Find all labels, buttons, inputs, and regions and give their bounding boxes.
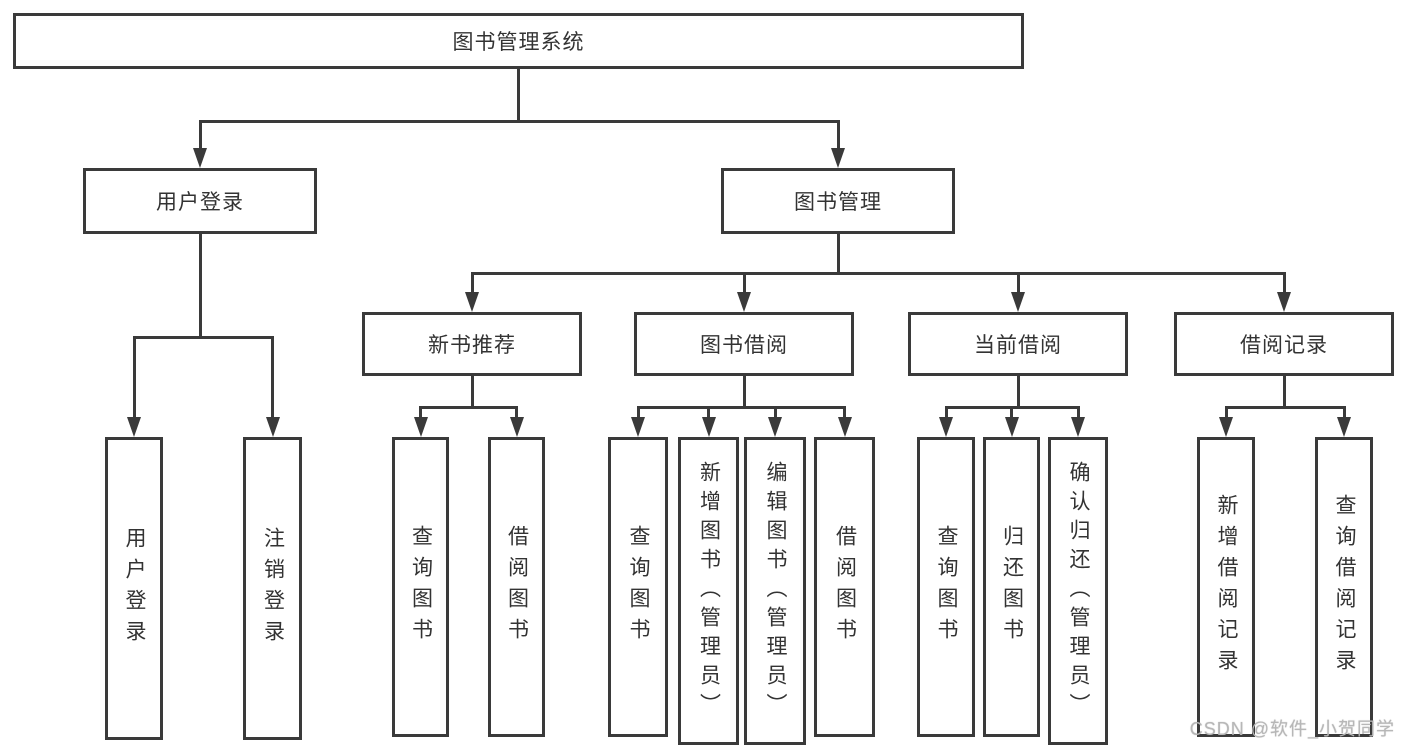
connector-arrowhead: [737, 292, 751, 312]
node-bb-edit: 编辑图书（管理员）: [744, 437, 806, 745]
node-label-cb-query: 查询图书: [935, 525, 958, 649]
node-label-bb-borrow: 借阅图书: [833, 525, 857, 649]
connector-arrowhead: [413, 417, 428, 437]
node-label-book-mgmt: 图书管理: [794, 191, 882, 214]
connector-arrowhead: [465, 292, 479, 312]
connector-arrowhead: [1337, 417, 1351, 437]
node-user-login: 用户登录: [83, 168, 317, 234]
node-label-bb-query: 查询图书: [627, 525, 650, 649]
connector-line: [636, 406, 846, 409]
node-label-book-borrow: 图书借阅: [700, 334, 788, 357]
node-borrow-records: 借阅记录: [1174, 312, 1394, 376]
connector-line: [271, 339, 274, 419]
connector-arrowhead: [193, 148, 207, 168]
connector-arrowhead: [631, 417, 645, 437]
connector-line: [198, 120, 840, 123]
node-label-br-query: 查询借阅记录: [1333, 494, 1356, 680]
connector-line: [1224, 409, 1228, 419]
connector-line: [1282, 376, 1286, 406]
connector-line: [1016, 275, 1020, 294]
connector-line: [1076, 409, 1080, 419]
connector-line: [1016, 376, 1020, 406]
connector-arrowhead: [1004, 417, 1019, 437]
connector-arrowhead: [831, 148, 845, 168]
connector-line: [470, 376, 474, 406]
node-label-bb-edit: 编辑图书（管理员）: [764, 460, 787, 722]
connector-line: [742, 376, 746, 406]
connector-line: [836, 123, 840, 150]
connector-arrowhead: [701, 417, 716, 437]
connector-arrowhead: [1011, 292, 1025, 312]
node-bb-query: 查询图书: [608, 437, 668, 737]
node-cb-query: 查询图书: [917, 437, 975, 737]
node-label-current-borrow: 当前借阅: [974, 334, 1062, 357]
connector-line: [198, 234, 202, 336]
connector-line: [1342, 409, 1346, 419]
node-bb-add: 新增图书（管理员）: [678, 437, 739, 745]
connector-line: [470, 272, 1286, 275]
connector-line: [843, 409, 846, 419]
node-br-add: 新增借阅记录: [1197, 437, 1255, 737]
connector-arrowhead: [1219, 417, 1233, 437]
connector-line: [944, 406, 1080, 409]
connector-line: [132, 339, 136, 419]
node-bb-borrow: 借阅图书: [814, 437, 875, 737]
node-root: 图书管理系统: [13, 13, 1024, 69]
connector-arrowhead: [265, 417, 280, 437]
node-cb-confirm: 确认归还（管理员）: [1048, 437, 1108, 745]
node-label-nbr-borrow: 借阅图书: [505, 525, 529, 649]
node-new-book-rec: 新书推荐: [362, 312, 582, 376]
node-nbr-borrow: 借阅图书: [488, 437, 545, 737]
csdn-watermark: CSDN @软件_小贺同学: [1189, 719, 1395, 739]
node-label-logout: 注销登录: [261, 526, 285, 651]
connector-line: [944, 409, 948, 419]
connector-line: [773, 409, 777, 419]
connector-line: [636, 409, 640, 419]
node-book-borrow: 图书借阅: [634, 312, 854, 376]
node-user-login-leaf: 用户登录: [105, 437, 163, 740]
connector-line: [470, 275, 474, 294]
connector-arrowhead: [127, 417, 141, 437]
connector-line: [132, 336, 274, 339]
node-nbr-query: 查询图书: [392, 437, 449, 737]
node-label-user-login-leaf: 用户登录: [123, 526, 146, 651]
node-current-borrow: 当前借阅: [908, 312, 1128, 376]
node-cb-return: 归还图书: [983, 437, 1040, 737]
connector-arrowhead: [939, 417, 953, 437]
node-label-bb-add: 新增图书（管理员）: [697, 460, 721, 722]
connector-arrowhead: [509, 417, 524, 437]
connector-line: [515, 409, 518, 419]
node-label-borrow-records: 借阅记录: [1240, 334, 1328, 357]
connector-line: [419, 406, 518, 409]
connector-line: [419, 409, 422, 419]
node-label-cb-return: 归还图书: [1000, 525, 1024, 649]
node-label-br-add: 新增借阅记录: [1215, 494, 1238, 680]
node-label-root: 图书管理系统: [452, 31, 585, 54]
node-br-query: 查询借阅记录: [1315, 437, 1373, 737]
connector-line: [742, 275, 746, 294]
node-label-cb-confirm: 确认归还（管理员）: [1067, 460, 1090, 722]
connector-line: [836, 234, 840, 272]
node-label-user-login: 用户登录: [156, 191, 244, 214]
connector-line: [1010, 409, 1013, 419]
connector-line: [517, 69, 520, 120]
connector-line: [1282, 275, 1286, 294]
connector-line: [198, 123, 202, 150]
connector-line: [1224, 406, 1346, 409]
node-label-new-book-rec: 新书推荐: [428, 334, 516, 357]
node-book-mgmt: 图书管理: [721, 168, 955, 234]
connector-arrowhead: [1071, 417, 1085, 437]
node-logout: 注销登录: [243, 437, 302, 740]
connector-line: [707, 409, 710, 419]
node-label-nbr-query: 查询图书: [409, 525, 433, 649]
connector-arrowhead: [837, 417, 852, 437]
connector-arrowhead: [768, 417, 782, 437]
connector-arrowhead: [1277, 292, 1291, 312]
